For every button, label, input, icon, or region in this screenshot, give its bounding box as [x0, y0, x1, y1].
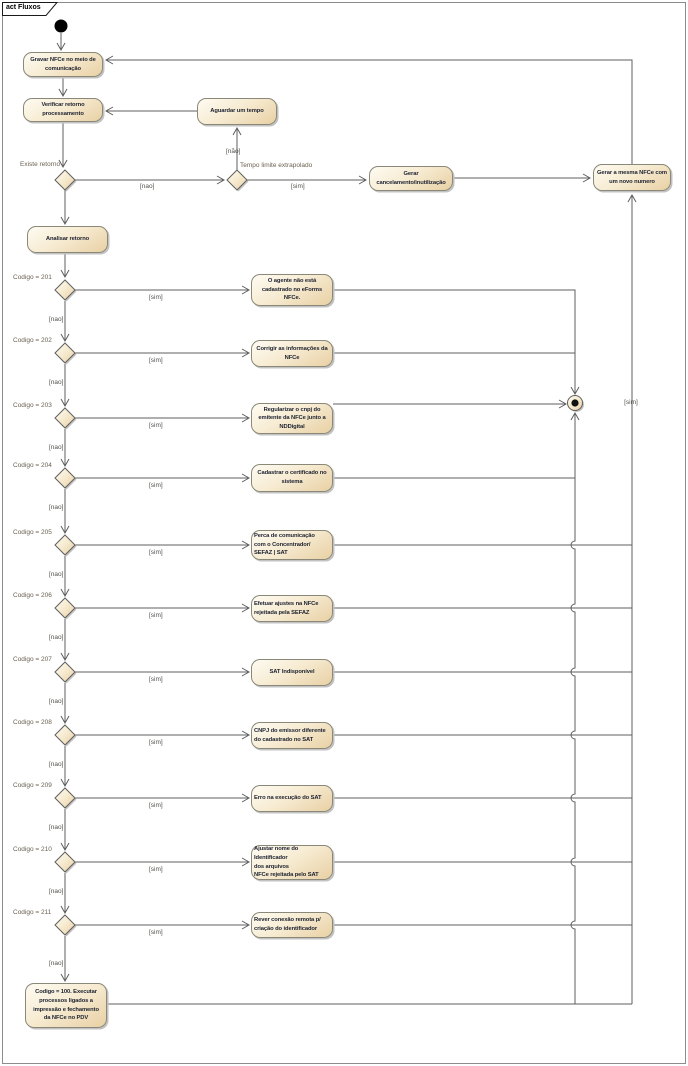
activity-gerar-mesma-nfce[interactable]: Gerar a mesma NFCe com um novo numero: [593, 164, 671, 191]
guard-sim-tempo-limite: [sim]: [291, 183, 305, 190]
decision-label-codigo-211: Codigo = 211: [13, 909, 52, 916]
initial-node[interactable]: [54, 19, 68, 33]
guard-sim-codigo-202: [sim]: [149, 357, 163, 364]
diagram-tab: [2, 2, 59, 16]
guard-nao-tempo-limite: [não]: [226, 148, 241, 155]
activity-gerar-cancelamento[interactable]: Gerar cancelamento/inutilização: [369, 166, 453, 191]
action-codigo-204[interactable]: Cadastrar o certificado no sistema: [251, 464, 333, 492]
decision-label-codigo-210: Codigo = 210: [13, 846, 52, 853]
decision-existe-retorno[interactable]: [54, 169, 76, 191]
guard-sim-codigo-210: [sim]: [149, 866, 163, 873]
decision-label-codigo-208: Codigo = 208: [13, 719, 52, 726]
guard-nao-codigo-209: [nao]: [49, 824, 64, 831]
guard-sim-codigo-206: [sim]: [149, 612, 163, 619]
guard-sim-codigo-204: [sim]: [149, 482, 163, 489]
activity-codigo-100[interactable]: Codigo = 100. Executar processos ligados…: [25, 983, 107, 1028]
guard-sim-codigo-208: [sim]: [149, 739, 163, 746]
decision-codigo-205[interactable]: [54, 534, 76, 556]
guard-nao-codigo-205: [nao]: [49, 571, 64, 578]
guard-sim-codigo-203: [sim]: [149, 422, 163, 429]
action-codigo-203[interactable]: Regularizar o cnpj do emitente da NFCe j…: [251, 403, 333, 434]
guard-nao-codigo-202: [nao]: [49, 379, 64, 386]
diagram-tab-label: act Fluxos: [6, 4, 41, 11]
guard-nao-codigo-206: [nao]: [49, 634, 64, 641]
action-codigo-201[interactable]: O agente não está cadastrado no eForms N…: [251, 274, 333, 306]
decision-codigo-202[interactable]: [54, 342, 76, 364]
action-codigo-207[interactable]: SAT Indisponível: [251, 659, 333, 686]
action-codigo-211[interactable]: Rever conexão remota p/ criação do ident…: [251, 912, 333, 938]
guard-sim-codigo-201: [sim]: [149, 294, 163, 301]
decision-codigo-209[interactable]: [54, 787, 76, 809]
action-codigo-205[interactable]: Perca de comunicação com o Concentrador/…: [251, 530, 333, 560]
decision-label-codigo-205: Codigo = 205: [13, 529, 52, 536]
decision-label-codigo-202: Codigo = 202: [13, 337, 52, 344]
guard-sim-codigo-207: [sim]: [149, 676, 163, 683]
guard-nao-existe-retorno: [nao]: [140, 183, 155, 190]
activity-gravar-nfce[interactable]: Gravar NFCe no meio de comunicação: [23, 52, 103, 77]
decision-label-codigo-201: Codigo = 201: [13, 274, 52, 281]
decision-label-codigo-207: Codigo = 207: [13, 656, 52, 663]
edge-mesma-loop-to-gravar: [104, 55, 633, 164]
decision-label-existe-retorno: Existe retorno: [20, 161, 61, 168]
guard-nao-codigo-208: [nao]: [49, 761, 64, 768]
activity-aguardar-tempo[interactable]: Aguardar um tempo: [197, 98, 277, 125]
activity-analisar-retorno[interactable]: Analisar retorno: [27, 226, 108, 253]
action-codigo-209[interactable]: Erro na execução do SAT: [251, 785, 333, 812]
edge-out-codigo-201: [333, 289, 580, 396]
decision-label-codigo-206: Codigo = 206: [13, 592, 52, 599]
guard-sim-retry: [sim]: [624, 399, 638, 406]
guard-nao-codigo100: [nao]: [49, 960, 64, 967]
decision-codigo-210[interactable]: [54, 851, 76, 873]
guard-sim-codigo-209: [sim]: [149, 802, 163, 809]
guard-sim-codigo-211: [sim]: [149, 929, 163, 936]
guard-nao-codigo-210: [nao]: [49, 888, 64, 895]
guard-nao-codigo-203: [nao]: [49, 444, 64, 451]
guard-nao-codigo-207: [nao]: [49, 698, 64, 705]
action-codigo-210[interactable]: Ajustar nome do Identificador dos arquiv…: [251, 845, 333, 880]
decision-codigo-208[interactable]: [54, 724, 76, 746]
decision-codigo-201[interactable]: [54, 279, 76, 301]
decision-codigo-204[interactable]: [54, 467, 76, 489]
decision-codigo-207[interactable]: [54, 661, 76, 683]
edge-merge-up-to-final: [570, 411, 580, 1004]
action-codigo-206[interactable]: Efetuar ajustes na NFCe rejeitada pela S…: [251, 595, 333, 622]
decision-codigo-203[interactable]: [54, 407, 76, 429]
action-codigo-208[interactable]: CNPJ do emissor diferente do cadastrado …: [251, 722, 333, 749]
guard-sim-codigo-205: [sim]: [149, 549, 163, 556]
decision-label-tempo-limite: Tempo limite extrapolado: [240, 162, 313, 169]
decision-codigo-211[interactable]: [54, 914, 76, 936]
decision-codigo-206[interactable]: [54, 597, 76, 619]
decision-label-codigo-203: Codigo = 203: [13, 402, 52, 409]
action-codigo-202[interactable]: Corrigir as informações da NFCe: [251, 340, 333, 367]
decision-tempo-limite[interactable]: [226, 169, 248, 191]
guard-nao-codigo-201: [nao]: [49, 316, 64, 323]
decision-label-codigo-209: Codigo = 209: [13, 782, 52, 789]
decision-label-codigo-204: Codigo = 204: [13, 462, 52, 469]
final-node[interactable]: [567, 395, 585, 413]
guard-nao-codigo-204: [nao]: [49, 504, 64, 511]
activity-verificar-retorno[interactable]: Verificar retorno processamento: [23, 98, 103, 122]
